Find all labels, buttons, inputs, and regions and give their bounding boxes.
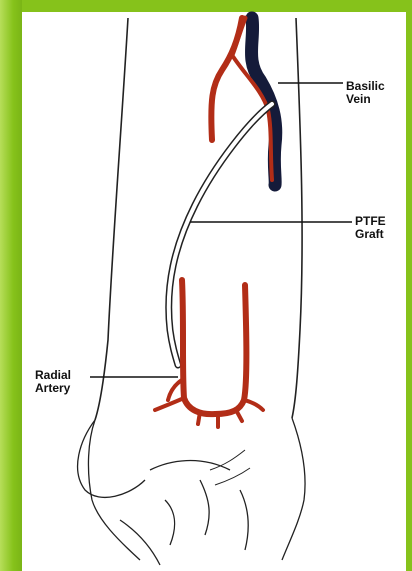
radial-artery-loop	[182, 280, 246, 414]
basilic-vein-label: Basilic Vein	[346, 80, 385, 106]
ptfe-graft-label: PTFE Graft	[355, 215, 386, 241]
forearm-outline-left	[95, 18, 128, 420]
forearm-outline-right	[292, 18, 302, 418]
wrist-creases	[210, 450, 250, 485]
hand-outline	[88, 418, 305, 565]
thumb-outline	[78, 420, 145, 497]
radial-artery-label: Radial Artery	[35, 369, 71, 395]
